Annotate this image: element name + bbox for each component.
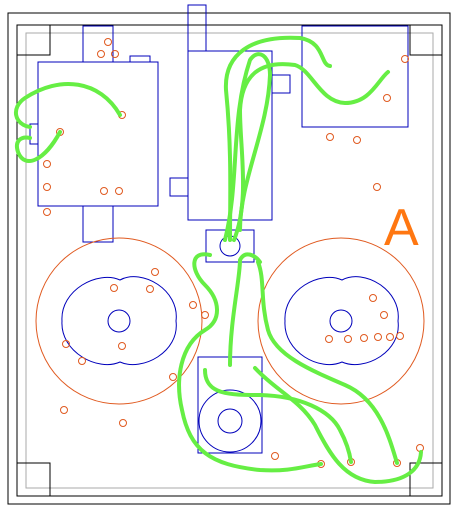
hole — [151, 268, 159, 276]
wire — [223, 35, 332, 242]
outer-frame — [7, 12, 451, 505]
hole — [326, 133, 334, 141]
hole — [373, 183, 381, 191]
component-bottom — [197, 356, 263, 454]
hole — [62, 340, 70, 348]
hole — [115, 187, 123, 195]
hole — [43, 183, 51, 191]
wire-traces — [14, 35, 423, 484]
wire — [15, 130, 62, 164]
hole — [169, 373, 177, 381]
hole — [360, 334, 368, 342]
board-label: A — [384, 199, 419, 257]
hole — [189, 301, 197, 309]
hole — [97, 50, 105, 58]
wire — [228, 252, 262, 367]
hole — [60, 406, 68, 414]
component-left — [29, 25, 159, 243]
corner-square-top-right — [409, 24, 443, 56]
corner-square-bottom-left — [16, 462, 51, 497]
hole — [110, 284, 118, 292]
hole — [380, 311, 388, 319]
hole — [111, 50, 119, 58]
drill-holes — [43, 38, 424, 468]
hole — [119, 419, 127, 427]
hole — [344, 335, 352, 343]
wire — [203, 368, 353, 464]
hole — [369, 294, 377, 302]
transformer-right — [257, 237, 425, 405]
hole — [100, 187, 108, 195]
hole — [104, 38, 112, 46]
hole — [78, 357, 86, 365]
hole — [43, 160, 51, 168]
hole — [374, 333, 382, 341]
wire — [256, 260, 399, 465]
wire — [253, 366, 423, 484]
hole — [201, 311, 209, 319]
hole — [271, 452, 279, 460]
wire — [177, 252, 323, 473]
hole — [43, 208, 51, 216]
hole — [401, 55, 409, 63]
hole — [353, 136, 361, 144]
inner-margin — [25, 32, 434, 489]
board-edge — [16, 24, 443, 497]
wire — [14, 81, 122, 129]
hole — [118, 342, 126, 350]
hole — [146, 285, 154, 293]
hole — [325, 335, 333, 343]
transformer-left — [35, 237, 203, 405]
corner-square-bottom-right — [409, 462, 443, 497]
hole — [383, 94, 391, 102]
component-right — [301, 25, 409, 128]
wire — [223, 52, 272, 242]
hole — [386, 333, 394, 341]
corner-square-top-left — [16, 24, 51, 56]
hole — [396, 332, 404, 340]
wire — [232, 62, 390, 242]
